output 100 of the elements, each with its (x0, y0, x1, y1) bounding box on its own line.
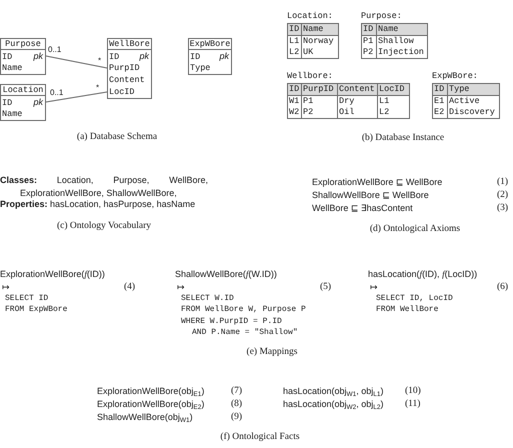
column-header: PurpID (302, 84, 338, 96)
attribute-name: ID (190, 51, 200, 63)
attribute-name: Type (190, 62, 210, 74)
attribute-name: Name (2, 62, 22, 74)
fact-formula: hasLocation(obj$_{W1}$, obj$_{L1}$) (283, 385, 384, 397)
axiom-formula: ShallowWellBore ⊑ WellBore (312, 189, 429, 201)
attribute-name: Name (2, 108, 22, 120)
equation-number: (3) (497, 202, 508, 214)
table-entry: E1 (433, 96, 448, 107)
subfigure-caption: (f) Ontological Facts (220, 431, 300, 443)
table-entry: E2 (433, 107, 448, 118)
table-entry: Dry (338, 96, 378, 107)
attribute-name: Content (109, 74, 145, 86)
table-entry: L1 (378, 96, 390, 107)
multiplicity-label: 0..1 (50, 88, 64, 98)
column-header: ID (433, 84, 448, 96)
class-box (0, 84, 46, 121)
table-title: Purpose: (361, 10, 402, 22)
key-marker: pk (219, 50, 229, 62)
fact-formula: ExplorationWellBore(obj$_{E1}$) (97, 385, 204, 397)
class-name: Location (1, 85, 45, 96)
equation-number: (2) (497, 189, 508, 201)
vocabulary-text: Properties: hasLocation, hasPurpose, hasName (0, 198, 196, 211)
table-entry: P2 (362, 47, 377, 58)
equation-number: (5) (320, 281, 332, 293)
key-marker: pk (33, 50, 43, 62)
sql-line: AND P.Name = "Shallow" (192, 327, 298, 338)
table-entry: P1 (362, 36, 377, 47)
subfigure-caption: (c) Ontology Vocabulary (56, 220, 152, 232)
equation-number: (11) (405, 398, 420, 410)
association-line (46, 92, 108, 102)
table-entry: UK (302, 47, 314, 58)
attribute-name: LocID (109, 86, 135, 98)
table-entry: Active (448, 96, 481, 107)
table-entry: Norway (302, 36, 335, 47)
class-box (107, 38, 152, 99)
table-entry: W2 (288, 107, 302, 118)
table-entry: L2 (378, 107, 390, 118)
column-header: Name (302, 24, 338, 36)
subfigure-caption: (d) Ontological Axioms (370, 223, 460, 235)
sql-line: WHERE W.PurpID = P.ID (181, 316, 282, 326)
table-entry: P2 (302, 107, 338, 118)
table-title: Wellbore: (287, 70, 333, 82)
subfigure-caption: (e) Mappings (246, 346, 298, 358)
equation-number: (4) (124, 281, 136, 293)
column-header: ID (362, 24, 377, 36)
multiplicity-label: 0..1 (48, 45, 62, 55)
axiom-formula: WellBore ⊑ ∃hasContent (312, 202, 413, 214)
class-name: ExpWBore (189, 39, 231, 50)
table-title: ExpWBore: (432, 70, 478, 82)
equation-number: (8) (231, 398, 242, 410)
class-name: Purpose (1, 39, 45, 50)
equation-number: (6) (497, 281, 508, 293)
equation-number: (7) (231, 385, 242, 397)
table-entry: Discovery (448, 107, 496, 118)
column-header: Type (448, 84, 499, 96)
table-entry: Injection (377, 47, 425, 58)
maps-to-symbol: ↦ (177, 281, 185, 293)
table-entry: L1 (288, 36, 302, 47)
class-name: WellBore (108, 39, 151, 50)
sql-line: SELECT ID (5, 292, 48, 304)
fact-formula: ExplorationWellBore(obj$_{E2}$) (97, 398, 204, 410)
maps-to-symbol: ↦ (2, 281, 10, 293)
fact-formula: ShallowWellBore(obj$_{W1}$) (97, 411, 193, 423)
class-box (188, 38, 232, 75)
fact-formula: hasLocation(obj$_{W2}$, obj$_{L2}$) (283, 398, 384, 410)
table-title: Location: (287, 10, 333, 22)
equation-number: (10) (405, 385, 421, 397)
attribute-name: ID (2, 97, 12, 109)
table-entry: P1 (302, 96, 338, 107)
association-line (46, 56, 108, 68)
column-header: ID (288, 84, 302, 96)
sql-line: SELECT W.ID (181, 292, 234, 304)
column-header: ID (288, 24, 302, 36)
table-entry: Oil (338, 107, 378, 118)
attribute-name: ID (109, 51, 120, 63)
subfigure-caption: (a) Database Schema (76, 131, 158, 143)
equation-number: (1) (497, 176, 508, 188)
sql-line: FROM ExpWBore (5, 304, 68, 315)
table-entry: Shallow (377, 36, 415, 47)
sql-line: SELECT ID, LocID (376, 292, 453, 304)
multiplicity-label: * (96, 83, 100, 93)
column-header: Name (377, 24, 427, 36)
sql-line: FROM WellBore (376, 304, 438, 315)
mapping-target: hasLocation(f(ID), f(LocID)) (368, 268, 478, 280)
key-marker: pk (33, 96, 43, 108)
sql-line: FROM WellBore W, Purpose P (181, 304, 306, 315)
subfigure-caption: (b) Database Instance (362, 132, 444, 144)
table-entry: W1 (288, 96, 302, 107)
multiplicity-label: * (98, 56, 102, 66)
key-marker: pk (139, 50, 149, 62)
column-header: LocID (378, 84, 409, 96)
maps-to-symbol: ↦ (370, 281, 378, 293)
equation-number: (9) (231, 411, 242, 423)
attribute-name: ID (2, 51, 12, 63)
attribute-name: PurpID (109, 62, 140, 74)
class-box (0, 38, 46, 75)
table-entry: L2 (288, 47, 302, 58)
mapping-target: ExplorationWellBore(f(ID)) (0, 268, 105, 280)
mapping-target: ShallowWellBore(f(W.ID)) (175, 268, 277, 280)
